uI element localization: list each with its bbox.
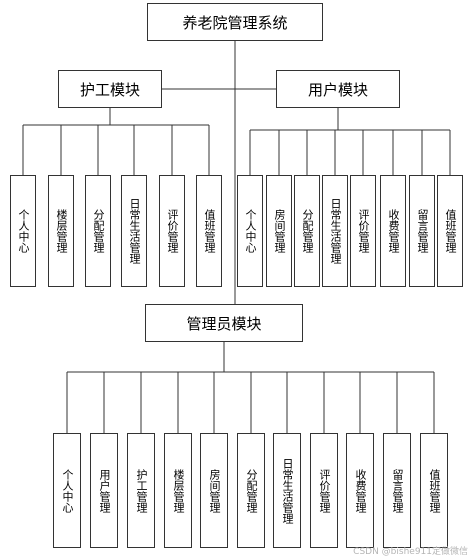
- nurse-leaf-box: 值班管理: [196, 175, 222, 287]
- nurse-leaf-box: 评价管理: [159, 175, 185, 287]
- user-leaf-label: 值班管理: [444, 209, 457, 253]
- user-leaf-box: 评价管理: [350, 175, 376, 287]
- root-title: 养老院管理系统: [182, 13, 288, 32]
- admin-leaf-box: 个人中心: [53, 433, 81, 548]
- nurse-leaf-label: 分配管理: [92, 209, 105, 253]
- admin-leaf-box: 收费管理: [346, 433, 374, 548]
- user-leaf-label: 个人中心: [244, 209, 257, 253]
- admin-leaf-label: 收费管理: [354, 468, 367, 513]
- admin-leaf-box: 评价管理: [310, 433, 338, 548]
- admin-leaf-label: 房间管理: [208, 468, 221, 513]
- admin-leaf-label: 留言管理: [391, 468, 404, 513]
- user-leaf-label: 分配管理: [301, 209, 314, 253]
- admin-leaf-label: 分配管理: [245, 468, 258, 513]
- nurse-module-label: 护工模块: [79, 80, 140, 99]
- nurse-module-box: 护工模块: [58, 70, 162, 108]
- user-leaf-box: 分配管理: [294, 175, 320, 287]
- user-leaf-label: 房间管理: [273, 209, 286, 253]
- admin-leaf-label: 护工管理: [135, 468, 148, 513]
- admin-leaf-box: 留言管理: [383, 433, 411, 548]
- admin-module-box: 管理员模块: [145, 304, 303, 342]
- user-leaf-box: 房间管理: [266, 175, 292, 287]
- user-leaf-label: 收费管理: [387, 209, 400, 253]
- user-module-label: 用户模块: [307, 80, 368, 99]
- root-title-box: 养老院管理系统: [147, 3, 323, 41]
- nurse-leaf-box: 个人中心: [10, 175, 36, 287]
- nurse-leaf-box: 楼层管理: [48, 175, 74, 287]
- user-leaf-box: 个人中心: [237, 175, 263, 287]
- admin-leaf-box: 护工管理: [127, 433, 155, 548]
- admin-leaf-label: 用户管理: [98, 468, 111, 513]
- user-leaf-box: 日常生活管理: [322, 175, 348, 287]
- nurse-leaf-label: 楼层管理: [55, 209, 68, 253]
- admin-leaf-label: 日常生活管理: [281, 457, 294, 524]
- admin-leaf-box: 用户管理: [90, 433, 118, 548]
- admin-leaf-box: 房间管理: [200, 433, 228, 548]
- admin-leaf-label: 评价管理: [318, 468, 331, 513]
- user-leaf-label: 评价管理: [357, 209, 370, 253]
- user-leaf-label: 日常生活管理: [329, 198, 342, 264]
- admin-leaf-box: 楼层管理: [164, 433, 192, 548]
- nurse-leaf-box: 分配管理: [85, 175, 111, 287]
- nurse-leaf-label: 个人中心: [17, 209, 30, 253]
- admin-leaf-label: 个人中心: [61, 468, 74, 513]
- admin-module-label: 管理员模块: [186, 314, 262, 333]
- nurse-leaf-label: 值班管理: [203, 209, 216, 253]
- admin-leaf-box: 分配管理: [237, 433, 265, 548]
- user-module-box: 用户模块: [276, 70, 400, 108]
- user-leaf-box: 留言管理: [409, 175, 435, 287]
- admin-leaf-box: 日常生活管理: [273, 433, 301, 548]
- user-leaf-box: 收费管理: [380, 175, 406, 287]
- admin-leaf-label: 楼层管理: [172, 468, 185, 513]
- admin-leaf-label: 值班管理: [428, 468, 441, 513]
- nurse-leaf-label: 评价管理: [166, 209, 179, 253]
- user-leaf-box: 值班管理: [437, 175, 463, 287]
- admin-leaf-box: 值班管理: [420, 433, 448, 548]
- watermark: CSDN @bishe911定做微信: [353, 547, 468, 557]
- nurse-leaf-box: 日常生活管理: [121, 175, 147, 287]
- nurse-leaf-label: 日常生活管理: [128, 198, 141, 264]
- user-leaf-label: 留言管理: [416, 209, 429, 253]
